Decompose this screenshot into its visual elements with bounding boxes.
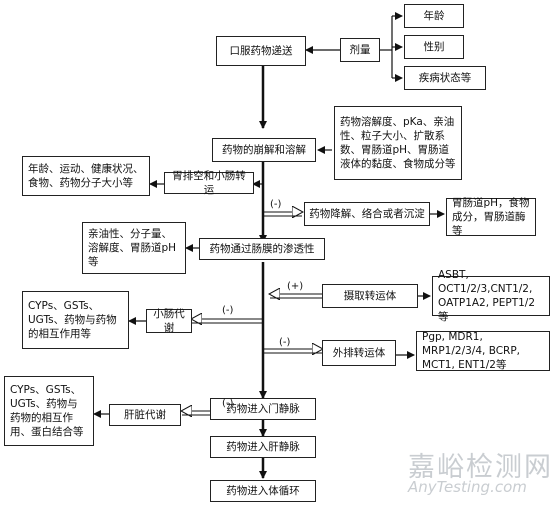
- intestinal-enzymes-box: CYPs、GSTs、UGTs、药物与药物的相互作用等: [22, 291, 129, 349]
- degradation-box: 药物降解、络合或者沉淀: [304, 202, 430, 226]
- systemic-circulation-box: 药物进入体循环: [210, 480, 316, 502]
- oral-delivery-box: 口服药物递送: [216, 36, 306, 66]
- intestinal-permeability-box: 药物通过肠膜的渗透性: [199, 238, 325, 260]
- hepatic-metabolism-sign: (-): [222, 398, 234, 409]
- disintegration-dissolution-box: 药物的崩解和溶解: [212, 138, 316, 162]
- portal-vein-box: 药物进入门静脉: [210, 398, 316, 420]
- dose-connectors: [305, 12, 403, 82]
- gastric-factors-box: 年龄、运动、健康状况、食物、药物分子大小等: [22, 156, 150, 196]
- disease-state-box: 疾病状态等: [404, 66, 486, 90]
- efflux-transporter-box: 外排转运体: [322, 340, 396, 366]
- hepatic-vein-box: 药物进入肝静脉: [210, 436, 316, 458]
- watermark-url: AnyTesting.com: [408, 478, 527, 496]
- hepatic-metabolism-box: 肝脏代谢: [109, 404, 181, 426]
- uptake-transporter-box: 摄取转运体: [322, 284, 418, 308]
- gi-environment-box: 胃肠道pH，食物成分，胃肠道酶等: [446, 197, 536, 237]
- degradation-sign: (-): [270, 199, 282, 210]
- age-box: 年龄: [404, 4, 464, 28]
- watermark-chinese: 嘉峪检测网: [408, 452, 553, 483]
- side-connectors: [93, 146, 445, 418]
- uptake-transporter-list-box: ASBT, OCT1/2/3,CNT1/2, OATP1A2, PEPT1/2等: [432, 269, 550, 323]
- intestinal-metabolism-sign: (-): [222, 305, 234, 316]
- dose-box: 剂量: [340, 38, 380, 62]
- drug-properties-box: 药物溶解度、pKa、亲油性、粒子大小、扩散系数、胃肠道pH、胃肠道液体的黏度、食…: [334, 106, 462, 180]
- uptake-sign: (+): [287, 281, 304, 292]
- permeability-factors-box: 亲油性、分子量、溶解度、胃肠道pH等: [82, 222, 186, 274]
- efflux-transporter-list-box: Pgp, MDR1, MRP1/2/3/4, BCRP, MCT1, ENT1/…: [416, 331, 550, 371]
- hepatic-enzymes-box: CYPs、GSTs、UGTs、药物与药物的相互作用、蛋白结合等: [4, 376, 94, 446]
- sex-box: 性别: [404, 35, 464, 59]
- efflux-sign: (-): [279, 337, 291, 348]
- intestinal-metabolism-box: 小肠代谢: [146, 308, 192, 334]
- gastric-emptying-box: 胃排空和小肠转运: [164, 170, 254, 196]
